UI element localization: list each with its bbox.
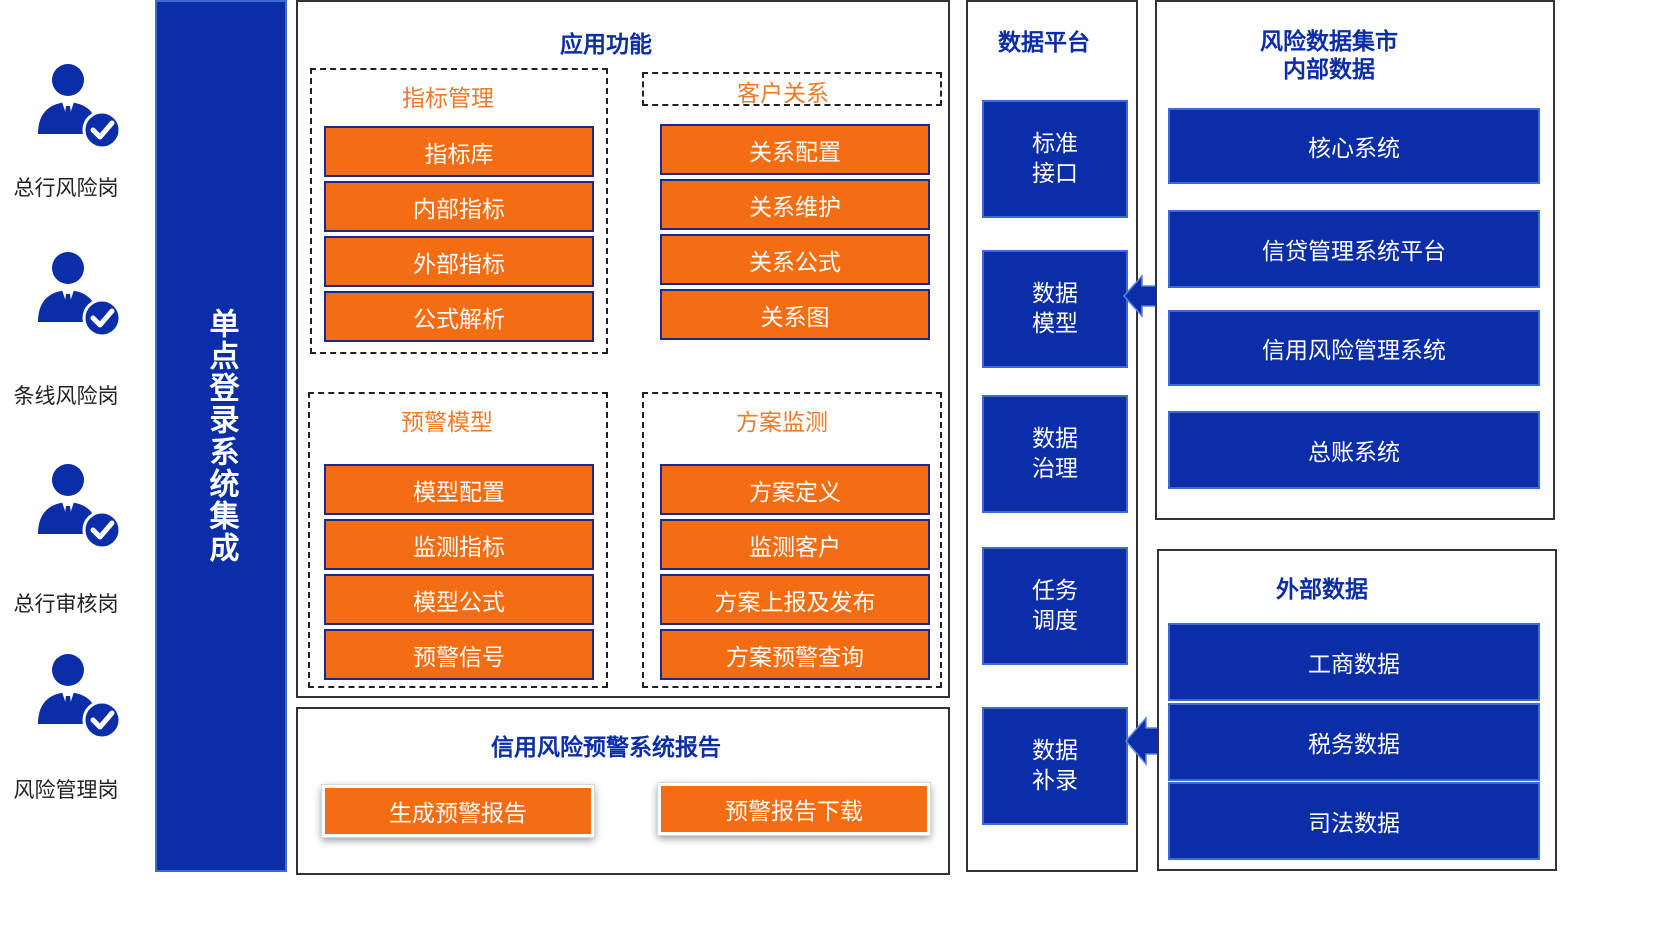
- function-button[interactable]: 关系公式: [660, 234, 930, 285]
- external-data-business[interactable]: 工商数据: [1168, 623, 1540, 701]
- external-data-judicial[interactable]: 司法数据: [1168, 782, 1540, 860]
- group-customer-relation: [642, 72, 942, 106]
- app-function-panel: 应用功能 指标管理 指标库 内部指标 外部指标 公式解析 客户关系 关系配置 关…: [296, 0, 950, 698]
- platform-item-standard-interface[interactable]: 标准 接口: [982, 100, 1128, 218]
- platform-item-line: 补录: [1032, 768, 1078, 794]
- external-data-title: 外部数据: [1276, 577, 1368, 603]
- platform-item-line: 调度: [1032, 608, 1078, 634]
- function-button[interactable]: 方案定义: [660, 464, 930, 515]
- internal-system-credit[interactable]: 信贷管理系统平台: [1168, 210, 1540, 288]
- download-report-button[interactable]: 预警报告下载: [657, 782, 931, 836]
- role-label: 总行审核岗: [13, 592, 119, 616]
- function-button[interactable]: 指标库: [324, 126, 594, 177]
- user-check-icon: [38, 654, 122, 740]
- group-indicator-management: 指标管理 指标库 内部指标 外部指标 公式解析: [310, 68, 608, 354]
- function-button[interactable]: 监测客户: [660, 519, 930, 570]
- app-function-title: 应用功能: [560, 32, 652, 58]
- platform-item-line: 标准: [1032, 131, 1078, 157]
- function-button[interactable]: 方案预警查询: [660, 629, 930, 680]
- function-button[interactable]: 关系配置: [660, 124, 930, 175]
- function-button[interactable]: 模型配置: [324, 464, 594, 515]
- group-title: 指标管理: [402, 86, 494, 112]
- user-check-icon: [38, 252, 122, 338]
- data-platform-title: 数据平台: [998, 30, 1090, 56]
- function-button[interactable]: 方案上报及发布: [660, 574, 930, 625]
- function-button[interactable]: 预警信号: [324, 629, 594, 680]
- role-list: 总行风险岗 条线风险岗 总行审核岗 风险管理岗: [0, 0, 140, 925]
- platform-item-task-scheduling[interactable]: 任务 调度: [982, 547, 1128, 665]
- function-button[interactable]: 模型公式: [324, 574, 594, 625]
- platform-item-line: 任务: [1032, 578, 1078, 604]
- group-warning-model: 预警模型 模型配置 监测指标 模型公式 预警信号: [308, 392, 608, 688]
- sso-label: 单点登录系统集成: [203, 308, 239, 564]
- internal-system-ledger[interactable]: 总账系统: [1168, 411, 1540, 489]
- role-label: 条线风险岗: [13, 384, 119, 408]
- internal-system-core[interactable]: 核心系统: [1168, 108, 1540, 184]
- platform-item-line: 治理: [1032, 456, 1078, 482]
- generate-report-button[interactable]: 生成预警报告: [321, 784, 595, 838]
- platform-item-line: 数据: [1032, 426, 1078, 452]
- role-label: 风险管理岗: [13, 778, 119, 802]
- user-check-icon: [38, 464, 122, 550]
- platform-item-data-model[interactable]: 数据 模型: [982, 250, 1128, 368]
- data-platform-panel: 数据平台 标准 接口 数据 模型 数据 治理 任务 调度 数据 补录: [966, 0, 1138, 872]
- report-title: 信用风险预警系统报告: [491, 735, 721, 761]
- group-title: 预警模型: [401, 410, 493, 436]
- group-title: 客户关系: [737, 81, 829, 107]
- function-button[interactable]: 内部指标: [324, 181, 594, 232]
- platform-item-data-entry[interactable]: 数据 补录: [982, 707, 1128, 825]
- function-button[interactable]: 公式解析: [324, 291, 594, 342]
- user-check-icon: [38, 64, 122, 150]
- group-title: 方案监测: [736, 410, 828, 436]
- report-panel: 信用风险预警系统报告 生成预警报告 预警报告下载: [296, 707, 950, 875]
- internal-data-panel: 风险数据集市 内部数据 核心系统 信贷管理系统平台 信用风险管理系统 总账系统: [1155, 0, 1555, 520]
- function-button[interactable]: 外部指标: [324, 236, 594, 287]
- sso-bar: 单点登录系统集成: [155, 0, 287, 872]
- platform-item-line: 数据: [1032, 281, 1078, 307]
- internal-data-title-2: 内部数据: [1283, 57, 1375, 83]
- platform-item-line: 接口: [1032, 161, 1078, 187]
- external-data-panel: 外部数据 工商数据 税务数据 司法数据: [1157, 549, 1557, 871]
- platform-item-line: 模型: [1032, 311, 1078, 337]
- role-label: 总行风险岗: [13, 176, 119, 200]
- platform-item-data-governance[interactable]: 数据 治理: [982, 395, 1128, 513]
- platform-item-line: 数据: [1032, 738, 1078, 764]
- internal-system-credit-risk[interactable]: 信用风险管理系统: [1168, 310, 1540, 386]
- function-button[interactable]: 关系维护: [660, 179, 930, 230]
- group-plan-monitoring: 方案监测 方案定义 监测客户 方案上报及发布 方案预警查询: [642, 392, 942, 688]
- internal-data-title-1: 风险数据集市: [1260, 29, 1398, 55]
- function-button[interactable]: 监测指标: [324, 519, 594, 570]
- external-data-tax[interactable]: 税务数据: [1168, 703, 1540, 781]
- function-button[interactable]: 关系图: [660, 289, 930, 340]
